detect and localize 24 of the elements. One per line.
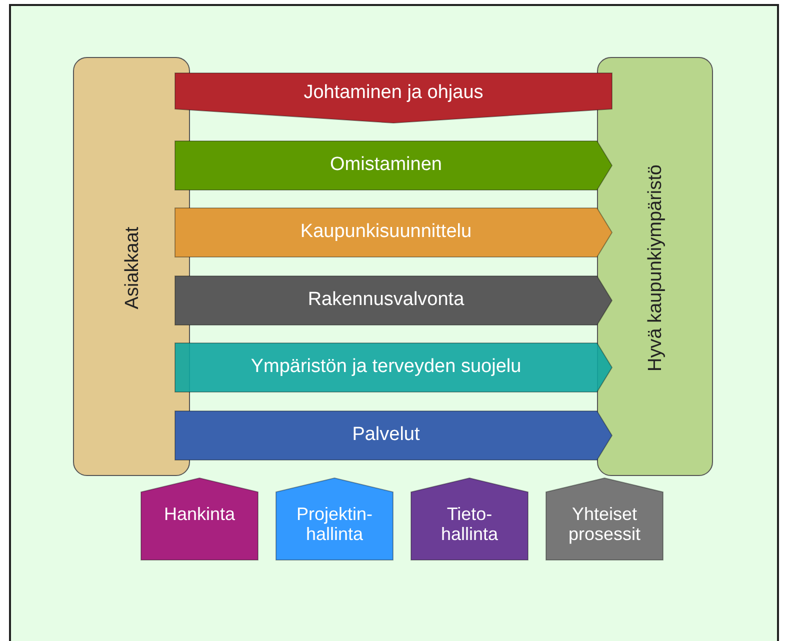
process-label: Palvelut (351, 425, 421, 445)
pentagon-box (411, 478, 528, 560)
process-banner (175, 73, 612, 123)
process-band (175, 208, 612, 257)
process-label: Ympäristön ja terveyden suojelu (250, 357, 522, 377)
process-label: Hankinta (162, 504, 236, 524)
pillar-box (73, 57, 190, 476)
process-band (175, 411, 612, 460)
process-band (175, 343, 612, 392)
process-label: Johtaminen ja ohjaus (302, 83, 484, 103)
process-label: Projektin- hallinta (295, 504, 374, 544)
pentagon-box (546, 478, 663, 560)
vertical-label: Asiakkaat (122, 226, 142, 309)
vertical-label: Hyvä kaupunkiympäristö (646, 164, 666, 371)
process-band (175, 276, 612, 325)
pillar-box (597, 57, 713, 476)
process-label: Tieto- hallinta (440, 504, 500, 544)
process-label: Kaupunkisuunnittelu (299, 222, 473, 242)
pentagon-box (276, 478, 393, 560)
process-label: Rakennusvalvonta (306, 290, 466, 310)
pentagon-box (141, 478, 258, 560)
process-label: Omistaminen (329, 155, 443, 175)
process-band (175, 141, 612, 190)
process-label: Yhteiset prosessit (567, 504, 642, 544)
